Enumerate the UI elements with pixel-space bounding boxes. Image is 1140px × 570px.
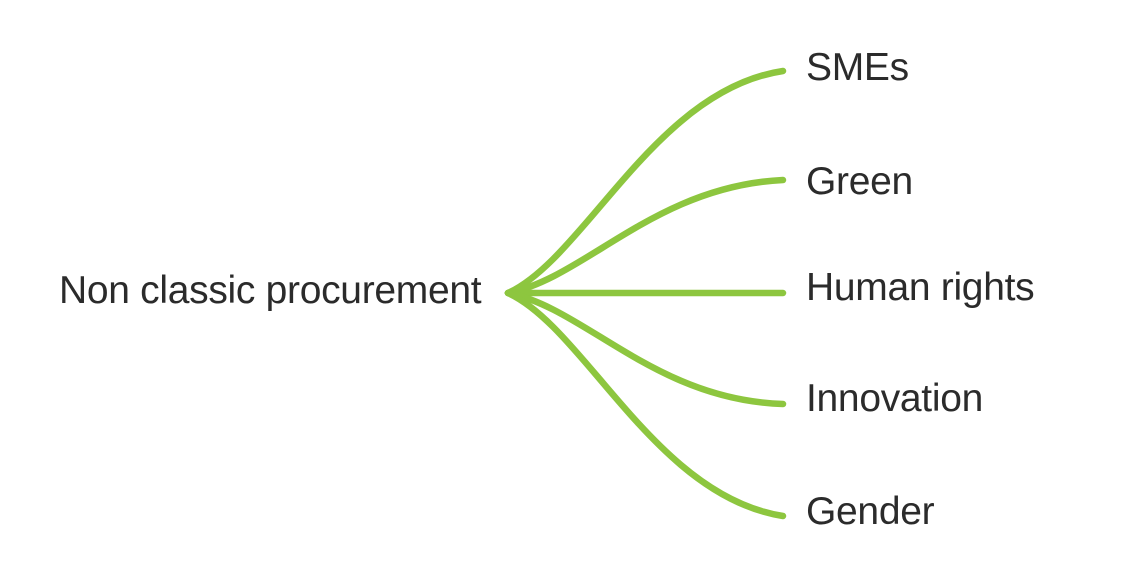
branch-label-human-rights: Human rights bbox=[806, 266, 1035, 309]
branch-label-smes: SMEs bbox=[806, 46, 909, 89]
branch-label-green: Green bbox=[806, 160, 913, 203]
branch-label-gender: Gender bbox=[806, 490, 935, 533]
branch-line-green bbox=[504, 176, 787, 297]
root-node-label: Non classic procurement bbox=[59, 269, 482, 312]
branch-line-innovation bbox=[504, 289, 787, 408]
branch-line-smes bbox=[504, 67, 787, 297]
branch-label-innovation: Innovation bbox=[806, 377, 983, 420]
branch-line-gender bbox=[504, 289, 787, 520]
